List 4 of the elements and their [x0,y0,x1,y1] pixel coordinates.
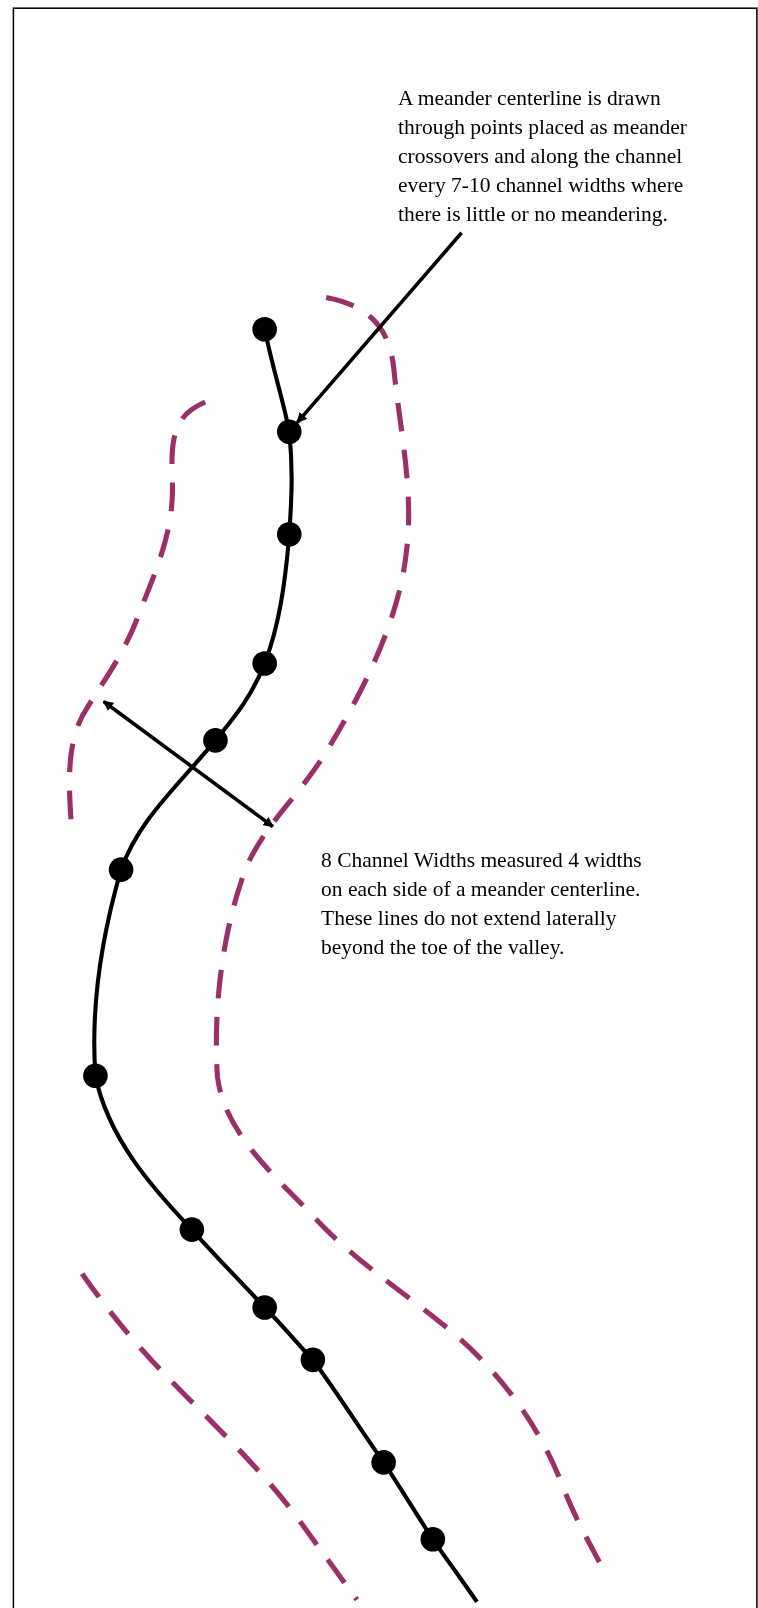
note-text: 8 Channel Widths measured 4 widths on each side of a meander centerline. These lines do not extend laterally beyond the toe of the valley. [321,847,643,961]
leader-arrow [296,231,463,424]
annotation-text: A meander centerline is drawn through points placed as meander crossovers and along the channel every 7-10 channel widths where there is little or no meandering. [398,84,716,229]
point-marker [276,419,302,445]
